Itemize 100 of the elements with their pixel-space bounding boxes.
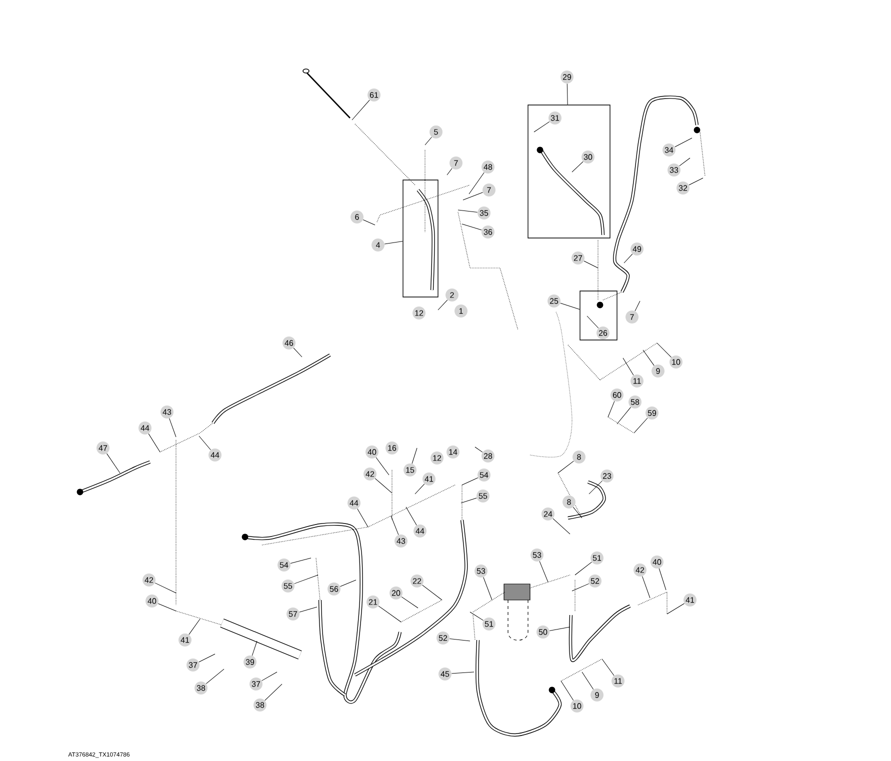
leader-line [474,446,483,452]
callout-number: 33 [668,164,680,176]
callout-number: 54 [478,468,490,482]
callout-number: 16 [386,442,398,454]
leader-line [560,680,574,701]
callout-number: 44 [414,524,426,538]
leader-line [340,580,356,587]
callout-number: 15 [404,464,416,476]
leader-line [449,638,470,642]
leader-line [462,192,483,200]
leader-line [642,576,650,598]
leader-line [299,606,318,612]
leader-line [572,506,582,518]
leader-line [468,172,484,194]
callout-number: 9 [590,688,604,702]
leader-line [483,577,492,600]
leader-line [460,498,477,504]
leader-line [290,558,312,564]
leader-line [666,603,685,614]
leader-line [688,178,704,186]
callout-number: 56 [328,582,340,596]
leader-line [352,100,370,120]
leader-line [414,484,425,494]
leader-line [401,596,418,608]
leader-line [158,603,176,612]
callout-number: 27 [572,252,584,264]
callout-number: 40 [650,556,664,568]
leader-line [634,300,640,312]
leader-line [188,618,200,635]
leader-line [148,433,160,452]
callout-number: 54 [278,558,290,572]
callout-number: 8 [572,450,586,464]
callout-number: 12 [430,452,444,464]
leader-line [198,654,216,662]
leader-line [294,574,318,584]
leader-line [584,260,598,268]
leader-line [622,358,634,376]
leader-line [169,418,176,438]
leader-line [560,302,580,310]
callout-number: 52 [436,632,450,644]
callout-number: 31 [548,112,562,124]
leader-line [658,568,666,590]
callout-number: 40 [366,446,378,458]
leader-line [198,436,211,450]
callout-number: 37 [250,678,262,690]
leader-line [154,582,176,594]
callout-number: 11 [612,674,624,688]
leader-line [378,606,402,622]
callout-number: 51 [590,552,604,564]
callout-number: 48 [482,160,494,174]
leader-line [624,254,633,264]
callout-number: 23 [600,470,614,482]
leader-line [539,560,548,582]
leader-line [582,672,594,690]
leader-line [679,158,690,166]
callout-number: 38 [254,698,266,712]
callout-number: 39 [244,656,256,668]
callout-number: 10 [570,700,584,712]
leader-line [357,508,368,528]
leader-line [106,453,120,474]
callout-number: 2 [446,288,458,302]
callout-number: 51 [482,618,496,630]
leader-line [616,406,632,424]
callout-number: 42 [634,564,646,576]
callout-number: 10 [670,356,682,368]
leader-line [574,562,592,576]
outline-frame [528,104,610,238]
outline-frame [402,180,438,298]
callout-number: 12 [412,306,426,320]
leader-line [470,612,484,621]
callout-number: 50 [536,626,550,638]
leader-line [293,348,302,358]
leader-line [462,224,482,230]
callout-number: 41 [684,594,696,606]
leader-line [262,672,278,681]
callout-number: 55 [476,490,490,502]
leader-line [438,300,448,310]
leader-line [412,448,418,464]
callout-number: 44 [208,448,222,462]
callout-number: 9 [652,364,664,378]
callout-number: 53 [474,564,488,578]
callout-number: 22 [410,574,424,588]
leader-line [552,518,570,534]
leader-line [656,342,672,358]
outline-frame [580,290,618,340]
callout-number: 20 [390,586,402,600]
callout-number: 25 [548,294,560,308]
callout-number: 53 [530,548,544,562]
leader-line [634,418,648,434]
callout-number: 44 [348,496,360,510]
callout-number: 30 [582,150,594,164]
callout-number: 60 [610,388,624,402]
leader-line [458,210,478,212]
callout-number: 40 [146,594,158,608]
callout-number: 34 [662,144,676,156]
callout-number: 11 [630,374,644,388]
leader-line [406,506,417,526]
callout-number: 49 [630,242,644,256]
callout-number: 59 [646,406,658,420]
callout-number: 46 [282,336,296,350]
